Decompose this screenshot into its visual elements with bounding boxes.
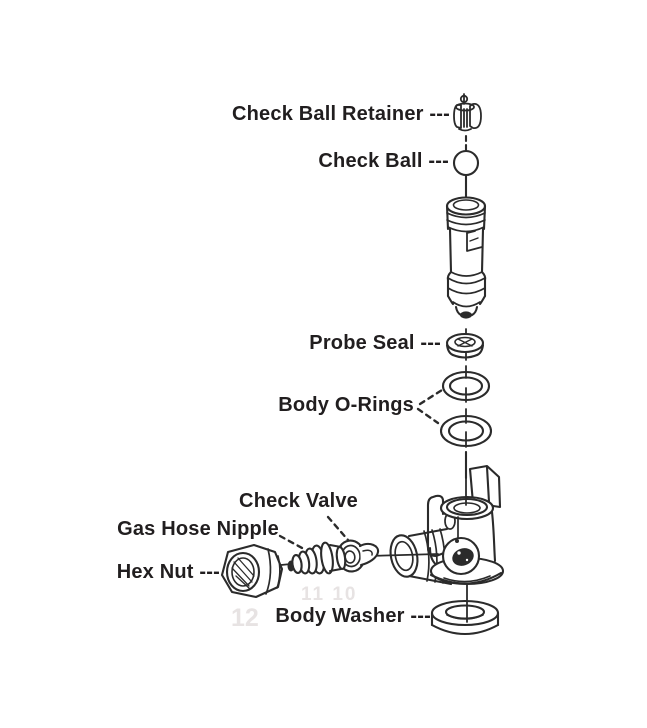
- label-body-o-rings: Body O-Rings: [278, 394, 414, 416]
- watermark-number-right: 11 10: [301, 584, 358, 605]
- hex-nut-icon: [220, 543, 284, 599]
- coupler-body-icon: [389, 451, 505, 586]
- check-ball-icon: [452, 149, 480, 177]
- probe-seal-icon: [445, 328, 485, 361]
- label-check-valve: Check Valve: [239, 490, 358, 512]
- body-washer-icon: [430, 584, 500, 635]
- gas-hose-nipple-leader: [278, 534, 306, 551]
- check-ball-retainer-icon: [453, 93, 482, 132]
- watermark-number-left: 12: [231, 604, 259, 632]
- label-check-ball-retainer: Check Ball Retainer ---: [232, 103, 450, 125]
- o-rings-leader-fork: [416, 388, 444, 425]
- label-body-washer: Body Washer ---: [275, 605, 431, 627]
- label-hex-nut: Hex Nut ---: [116, 561, 220, 583]
- probe-body-icon: [445, 196, 487, 319]
- body-o-ring-upper-icon: [441, 365, 491, 403]
- check-valve-leader: [326, 515, 350, 542]
- label-gas-hose-nipple: Gas Hose Nipple: [117, 518, 279, 540]
- label-probe-seal: Probe Seal ---: [309, 332, 441, 354]
- label-check-ball: Check Ball ---: [318, 150, 449, 172]
- body-o-ring-lower-icon: [439, 408, 493, 448]
- gas-hose-nipple-icon: [280, 541, 347, 575]
- side-axis-line: [367, 553, 439, 557]
